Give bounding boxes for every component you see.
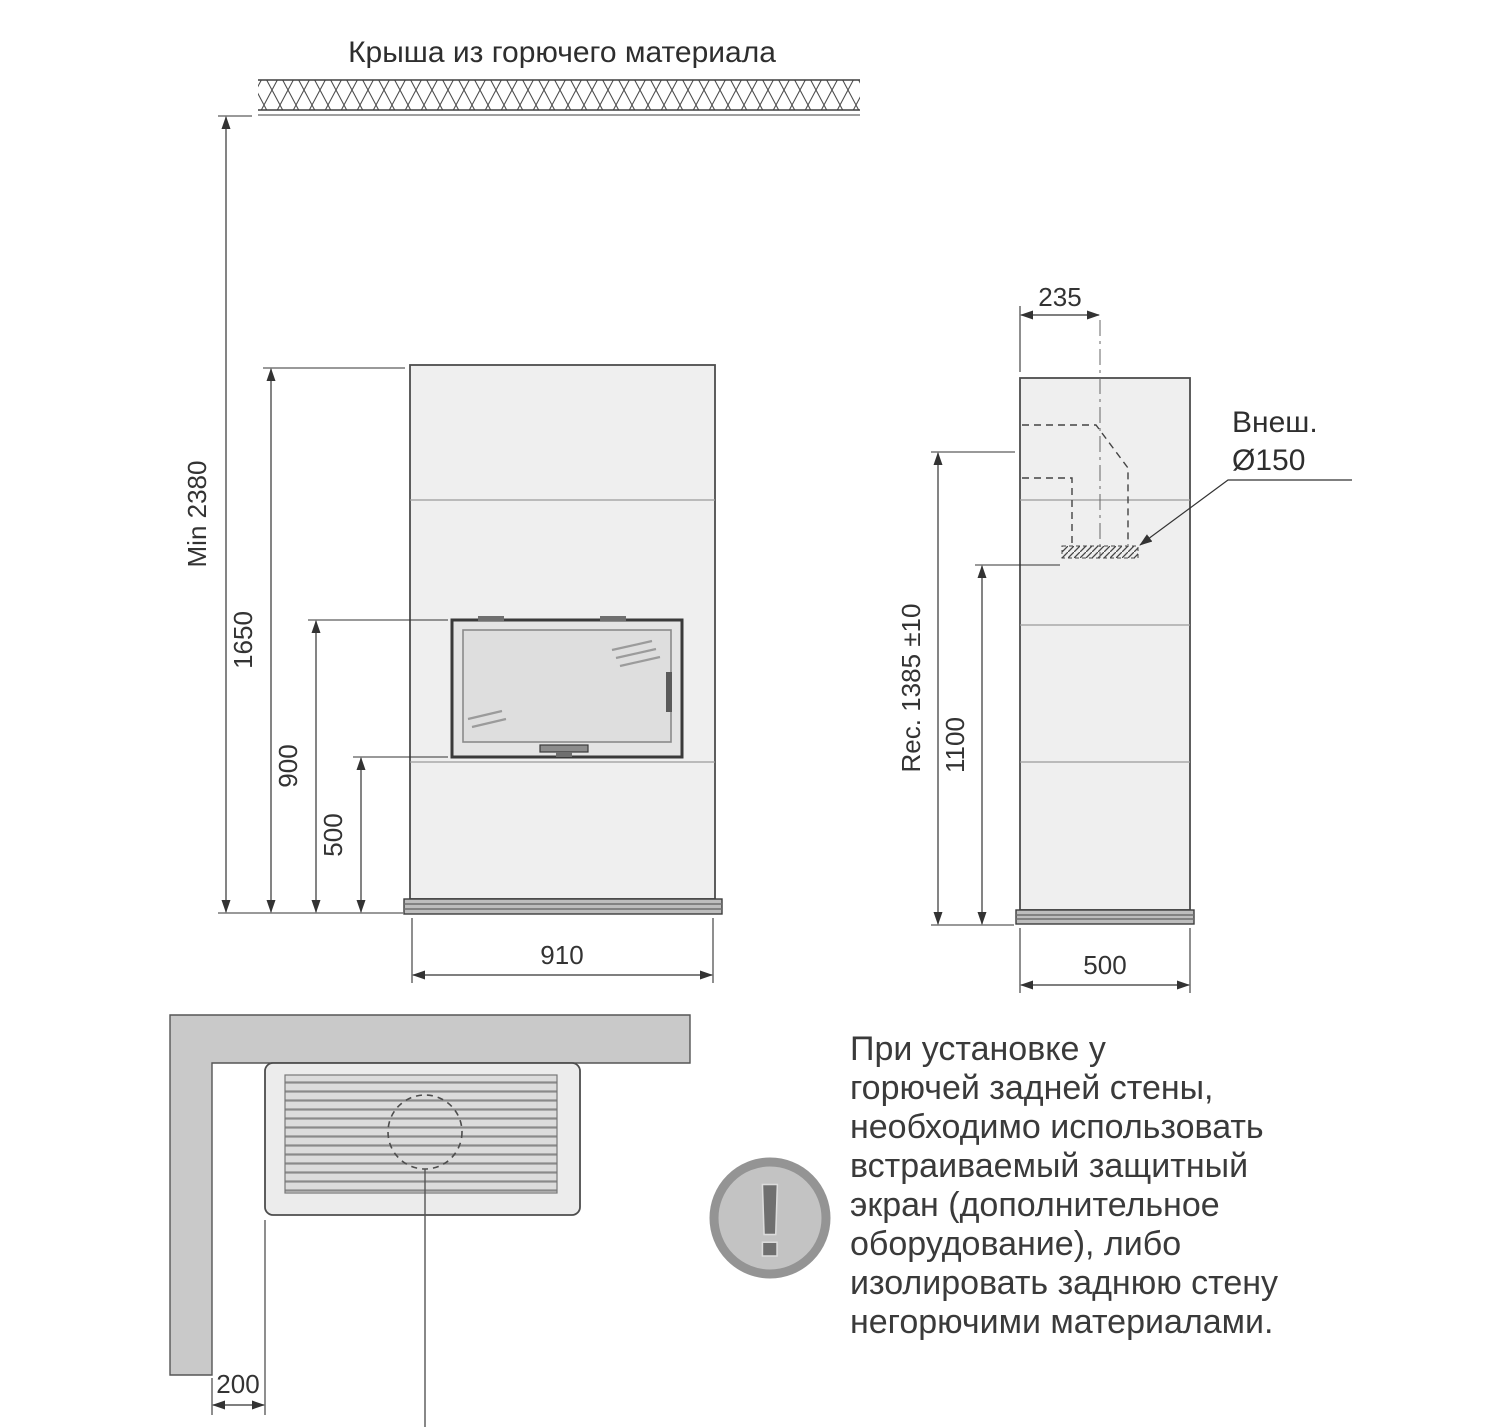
roof-section: Крыша из горючего материала (258, 36, 860, 116)
top-grill (284, 1074, 558, 1194)
glass-reflections (467, 639, 661, 729)
dim-label-1650: 1650 (228, 611, 258, 669)
flue-leader (1139, 479, 1352, 546)
door-handle (539, 744, 589, 753)
warning-text-line: При установке у (850, 1030, 1106, 1068)
door-handle-knob (556, 752, 572, 757)
side-base (1015, 909, 1195, 925)
door-latch (666, 672, 672, 712)
flue-pipe-hidden (1022, 424, 1129, 545)
dim-label-235: 235 (1038, 282, 1081, 312)
warning-icon (709, 1157, 831, 1279)
flue-label-line2: Ø150 (1232, 444, 1305, 477)
side-body (1019, 377, 1191, 911)
front-dimension-lines (221, 116, 713, 980)
dim-label-500: 500 (318, 813, 348, 856)
warning-text-line: оборудование), либо (850, 1225, 1181, 1263)
warning-text-line: негорючими материалами. (850, 1303, 1273, 1341)
wall-corner (169, 1014, 691, 1376)
front-base (403, 898, 723, 915)
warning-text-line: встраиваемый защитный (850, 1147, 1248, 1185)
front-view: Min 2380 1650 900 500 910 (182, 115, 723, 983)
window-clip-right (600, 616, 626, 621)
warning-block: ! При установке у горючей задней стены, … (709, 1030, 1278, 1341)
warning-text-line: необходимо использовать (850, 1108, 1264, 1146)
roof-hatch-band (258, 80, 860, 110)
dim-label-min-2380: Min 2380 (182, 461, 212, 568)
warning-text-line: изолировать заднюю стену (850, 1264, 1278, 1302)
firebox-window (450, 616, 684, 759)
window-clip-left (478, 616, 504, 621)
side-extension-lines (931, 306, 1191, 993)
side-view: 235 Внеш. Ø150 Rec. 1385 ±10 1100 500 (896, 282, 1352, 993)
flue-label-line1: Внеш. (1232, 406, 1318, 439)
dim-label-1100: 1100 (940, 717, 970, 773)
dim-label-500-depth: 500 (1083, 950, 1126, 980)
warning-text-line: горючей задней стены, (850, 1069, 1214, 1107)
firebox-glass (462, 629, 672, 743)
warning-exclamation-icon: ! (753, 1163, 788, 1279)
dim-label-200: 200 (216, 1369, 259, 1399)
dim-label-910: 910 (540, 940, 583, 970)
side-dimension-lines (933, 310, 1190, 990)
dim-label-900: 900 (273, 744, 303, 787)
dim-label-rec-1385: Rec. 1385 ±10 (896, 604, 926, 773)
roof-label: Крыша из горючего материала (348, 36, 776, 69)
warning-text-line: экран (дополнительное (850, 1186, 1220, 1224)
top-view: 200 (169, 1014, 691, 1427)
